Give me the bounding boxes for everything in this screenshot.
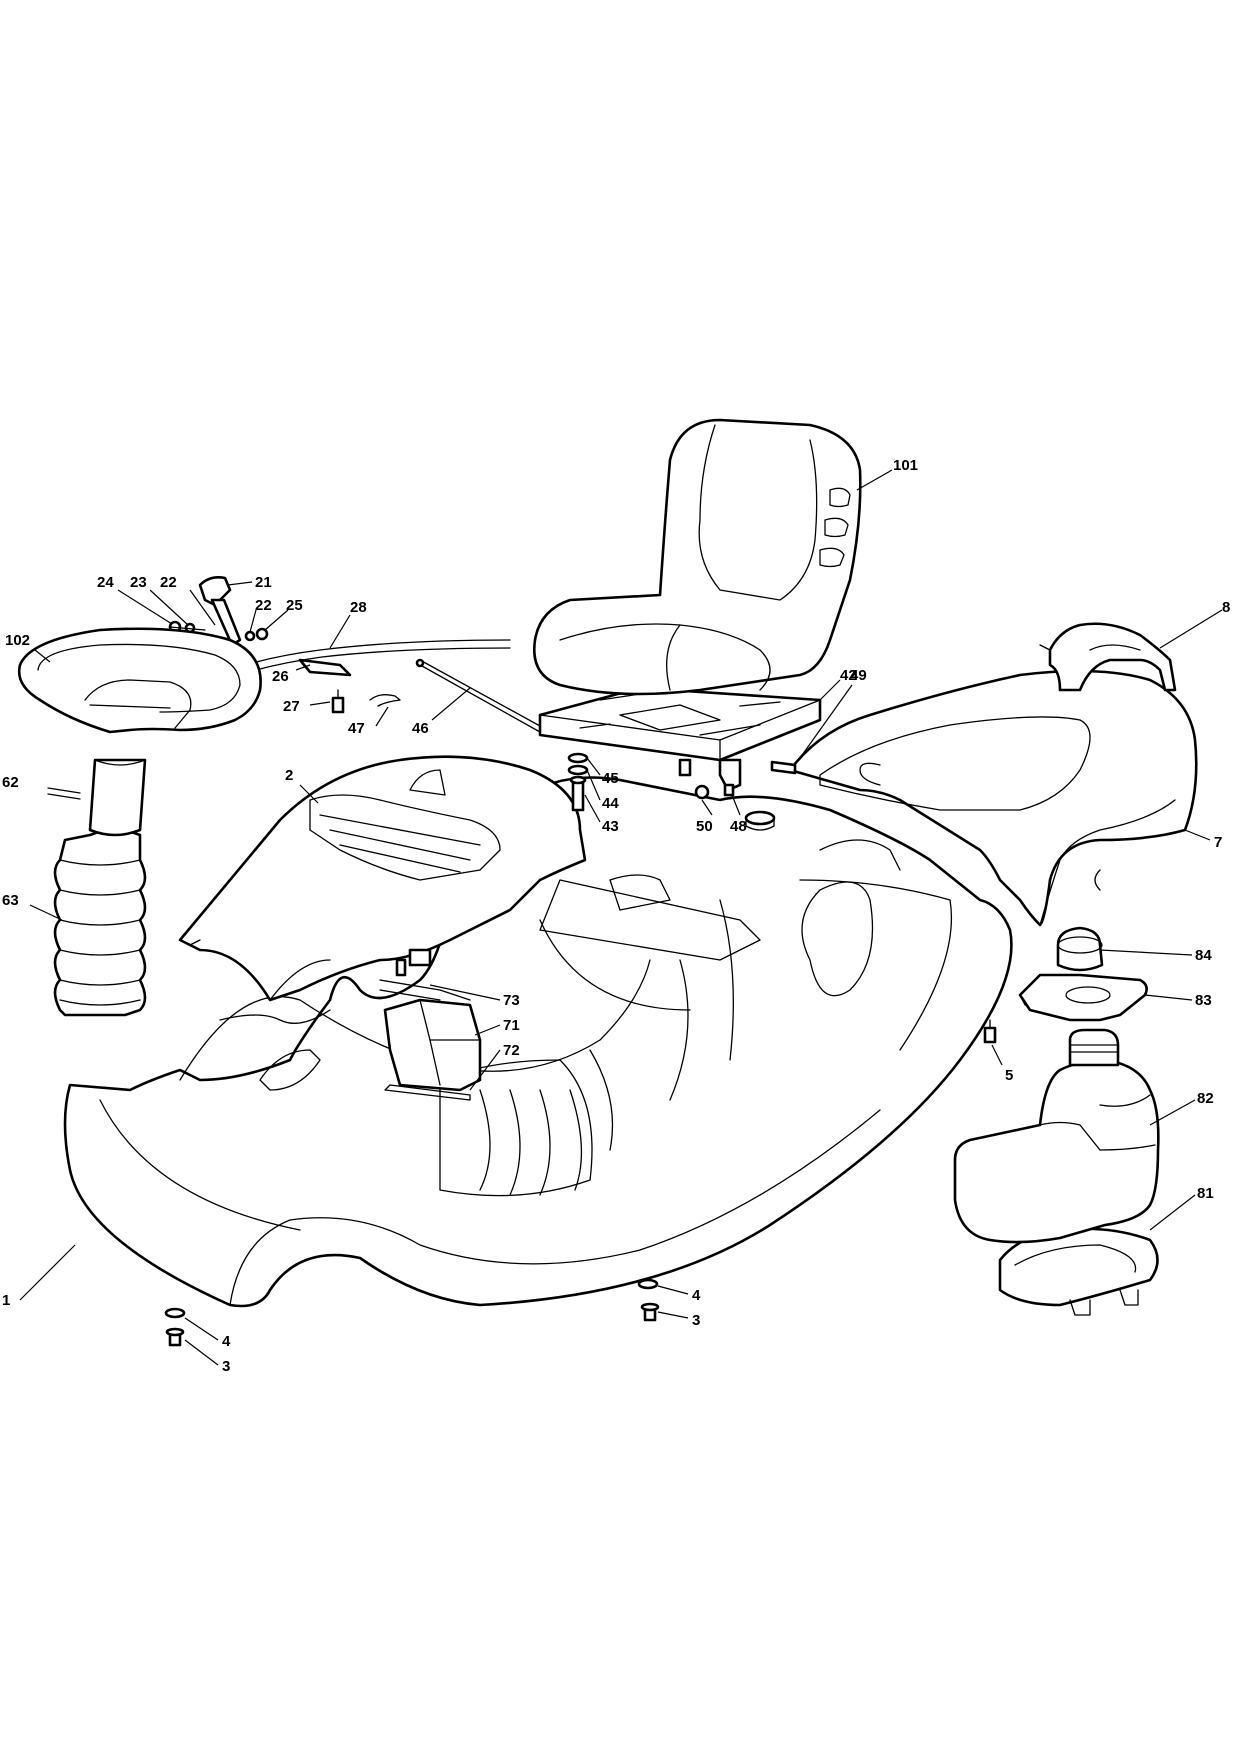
part-fuel-cap [1056,926,1104,972]
part-washer-4b [637,1278,659,1290]
callout-label-2: 2 [285,767,293,784]
callout-4b: 4 [657,1285,701,1304]
callout-label-1: 1 [2,1292,10,1309]
callout-1: 1 [2,1244,76,1309]
callout-82: 82 [1149,1090,1214,1126]
callout-label-21: 21 [255,574,272,591]
part-screw-27: 27 [283,689,345,715]
part-washer-45 [567,752,589,764]
callout-label-25: 25 [286,597,303,614]
callout-4a: 4 [184,1317,231,1350]
part-fuel-tank [953,1028,1160,1244]
callout-22a: 22 [160,574,216,626]
callout-2: 2 [285,767,319,804]
callout-label-4a: 4 [222,1333,231,1350]
callout-label-3a: 3 [222,1358,230,1375]
callout-101: 101 [856,457,918,491]
part-bolt-48: 48 [723,783,747,835]
callout-label-71: 71 [503,1017,520,1034]
callout-63: 63 [2,892,63,921]
part-pin-47: 47 [348,694,401,737]
part-lever-assembly [168,576,269,647]
callout-45: 45 [586,757,619,787]
part-nut-50: 50 [694,784,713,835]
callout-72: 72 [469,1042,520,1091]
callout-label-84: 84 [1195,947,1212,964]
callout-label-47: 47 [348,720,365,737]
part-washer-4a [164,1307,186,1319]
callout-label-44: 44 [602,795,619,812]
callout-label-72: 72 [503,1042,520,1059]
part-front-cover [178,755,587,1002]
callout-23: 23 [130,574,189,626]
part-screw-5 [983,1019,997,1044]
part-cable-28: 28 [244,599,511,673]
callout-label-23: 23 [130,574,147,591]
callout-label-3b: 3 [692,1312,700,1329]
callout-label-42: 42 [840,667,857,684]
callout-label-24: 24 [97,574,114,591]
callout-label-4b: 4 [692,1287,701,1304]
callout-label-26: 26 [272,668,289,685]
part-seat [532,418,862,696]
callout-label-50: 50 [696,818,713,835]
callout-label-7: 7 [1214,834,1222,851]
part-bolt-49: 49 [770,667,867,775]
callout-3b: 3 [657,1311,700,1329]
callout-102: 102 [5,632,51,663]
callout-25: 25 [264,597,303,631]
callout-label-27: 27 [283,698,300,715]
callout-21: 21 [227,574,272,591]
part-bolt-43 [569,775,587,812]
callout-42: 42 [819,667,857,701]
callout-label-28: 28 [350,599,367,616]
callout-81: 81 [1149,1185,1214,1231]
callout-84: 84 [1099,947,1212,964]
callout-label-63: 63 [2,892,19,909]
callout-label-49: 49 [850,667,867,684]
part-pin-62: 62 [2,774,81,800]
part-clip-26: 26 [272,658,352,685]
callout-label-73: 73 [503,992,520,1009]
callout-label-43: 43 [602,818,619,835]
callout-71: 71 [474,1017,520,1036]
part-steering-wheel [17,627,262,837]
callout-8: 8 [1159,599,1230,649]
callout-label-62: 62 [2,774,19,791]
part-screw-3b [640,1302,660,1322]
callout-7: 7 [1184,829,1222,851]
callout-label-22a: 22 [160,574,177,591]
part-electrical-module [379,948,482,1101]
callout-24: 24 [97,574,173,625]
callout-label-101: 101 [893,457,918,474]
callout-label-83: 83 [1195,992,1212,1009]
callout-3a: 3 [184,1339,230,1375]
callout-label-46: 46 [412,720,429,737]
callout-label-22b: 22 [255,597,272,614]
part-body-chassis [63,776,1013,1308]
callout-label-5: 5 [1005,1067,1013,1084]
part-cap-round [744,810,776,831]
part-screw-3a [165,1327,185,1347]
callout-label-102: 102 [5,632,30,649]
callout-label-82: 82 [1197,1090,1214,1107]
callout-label-8: 8 [1222,599,1230,616]
part-bellows [53,828,147,1017]
callout-83: 83 [1144,992,1212,1009]
callout-label-48: 48 [730,818,747,835]
callout-5: 5 [991,1044,1013,1084]
callout-label-81: 81 [1197,1185,1214,1202]
callout-43: 43 [584,794,619,835]
part-washer-44 [567,764,589,776]
callout-22b: 22 [249,597,272,633]
part-rod-46: 46 [412,658,541,737]
callout-label-45: 45 [602,770,619,787]
part-handle-bracket [1039,622,1177,692]
callout-73: 73 [429,984,520,1009]
part-tank-bracket [1018,973,1148,1022]
callout-44: 44 [586,769,619,812]
